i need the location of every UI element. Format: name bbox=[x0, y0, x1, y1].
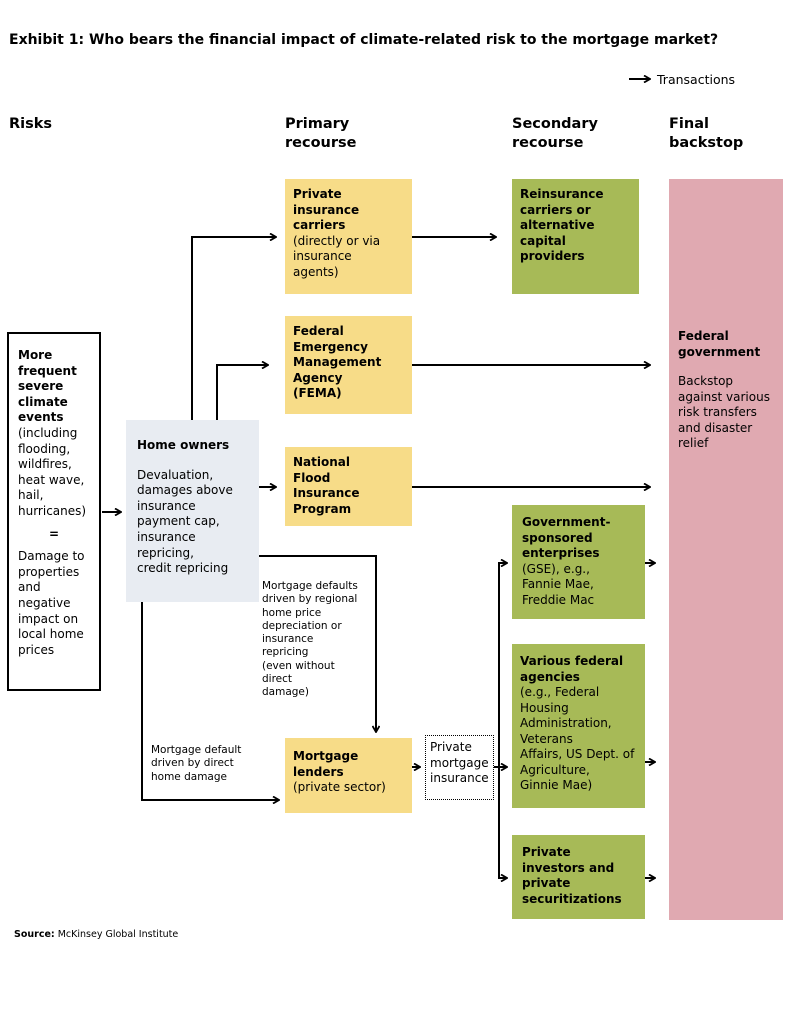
source-note: Source: McKinsey Global Institute bbox=[14, 929, 179, 940]
exhibit-title: Exhibit 1: Who bears the financial impac… bbox=[9, 32, 719, 48]
home-owners-title: Home owners bbox=[137, 438, 230, 452]
arrow-home-owners-to-lenders-regional bbox=[259, 555, 376, 732]
legend-label: Transactions bbox=[657, 72, 736, 87]
arrow-home-owners-to-private-insurance bbox=[191, 237, 276, 420]
risk-box-equals: = bbox=[48, 526, 60, 541]
column-header-risks: Risks bbox=[9, 116, 53, 132]
arrow-bus-to-private-investors bbox=[498, 767, 507, 878]
arrow-bus-to-gse bbox=[498, 563, 507, 767]
arrow-home-owners-to-fema bbox=[216, 365, 268, 420]
arrow-home-owners-to-lenders-direct bbox=[141, 602, 279, 800]
